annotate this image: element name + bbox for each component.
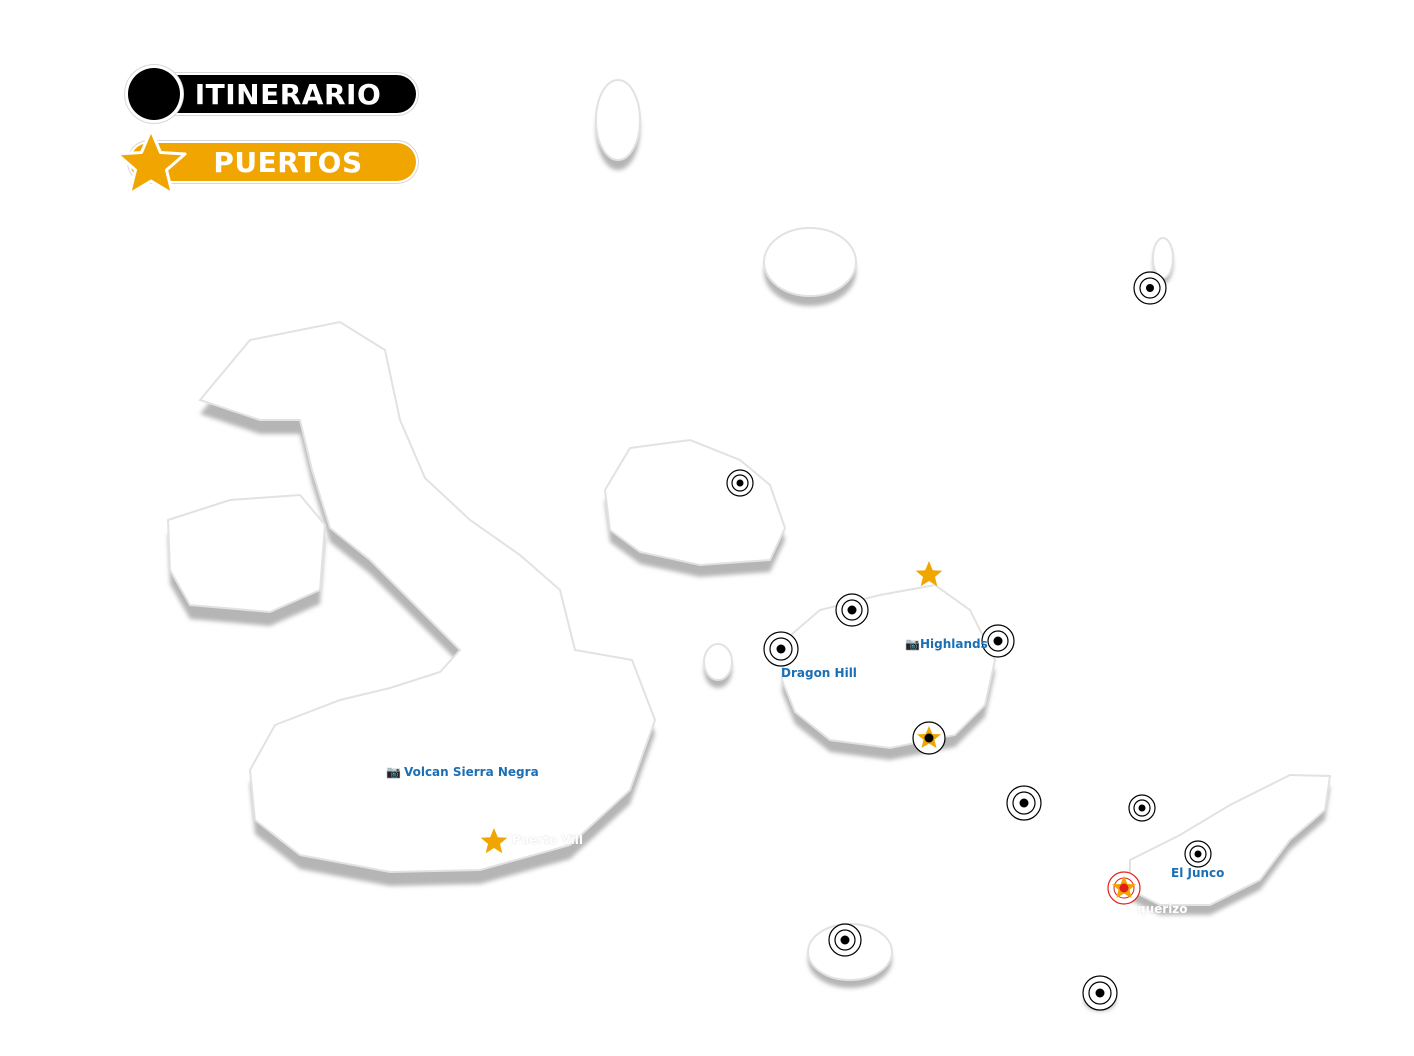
pinzon-island — [703, 643, 733, 681]
legend-itinerario-label: ITINERARIO — [194, 77, 382, 111]
san-cristobal-island — [1129, 773, 1332, 906]
camera-icon: 📷 — [386, 765, 401, 779]
legend-itinerario: ITINERARIO — [130, 75, 416, 113]
star-icon — [115, 128, 187, 196]
fernandina-island — [166, 493, 327, 614]
target-circle-icon[interactable] — [763, 631, 799, 667]
itinerary-dot-icon — [128, 68, 180, 120]
volcan-sierra-negra-label[interactable]: 📷Volcan Sierra Negra — [386, 765, 539, 779]
target-circle-icon[interactable] — [981, 624, 1015, 658]
target-circle-icon[interactable] — [1133, 271, 1167, 305]
puerto-villamil-label[interactable]: Puerto Vill — [512, 833, 583, 847]
highlands-label[interactable]: 📷Highlands — [905, 637, 988, 651]
target-circle-icon[interactable] — [1184, 840, 1212, 868]
puerto-baquerizo-label[interactable]: querizo — [1137, 902, 1188, 916]
el-junco-label[interactable]: El Junco — [1171, 866, 1225, 880]
santiago-island — [603, 438, 787, 567]
target-circle-icon[interactable] — [835, 593, 869, 627]
dragon-hill-label[interactable]: Dragon Hill — [781, 666, 857, 680]
target-circle-icon[interactable] — [828, 923, 862, 957]
itinerary-markers — [726, 271, 1212, 1011]
star-icon[interactable] — [480, 828, 508, 854]
genovesa-island — [1152, 237, 1174, 279]
target-circle-icon[interactable] — [1082, 975, 1118, 1011]
legend-puertos: PUERTOS — [130, 143, 416, 181]
star-icon[interactable] — [915, 561, 943, 587]
target-circle-icon[interactable] — [1006, 785, 1042, 821]
isabela-island — [198, 320, 657, 874]
santa-cruz-island — [780, 583, 997, 750]
port-target-icon[interactable] — [912, 721, 946, 755]
legend-puertos-label: PUERTOS — [213, 145, 363, 179]
target-circle-icon[interactable] — [1128, 794, 1156, 822]
port-markers — [480, 561, 1141, 905]
pinta-island — [595, 79, 641, 161]
target-circle-icon[interactable] — [726, 469, 754, 497]
marchena-island — [763, 227, 857, 297]
camera-icon: 📷 — [905, 637, 920, 651]
active-port-icon[interactable] — [1107, 871, 1141, 905]
